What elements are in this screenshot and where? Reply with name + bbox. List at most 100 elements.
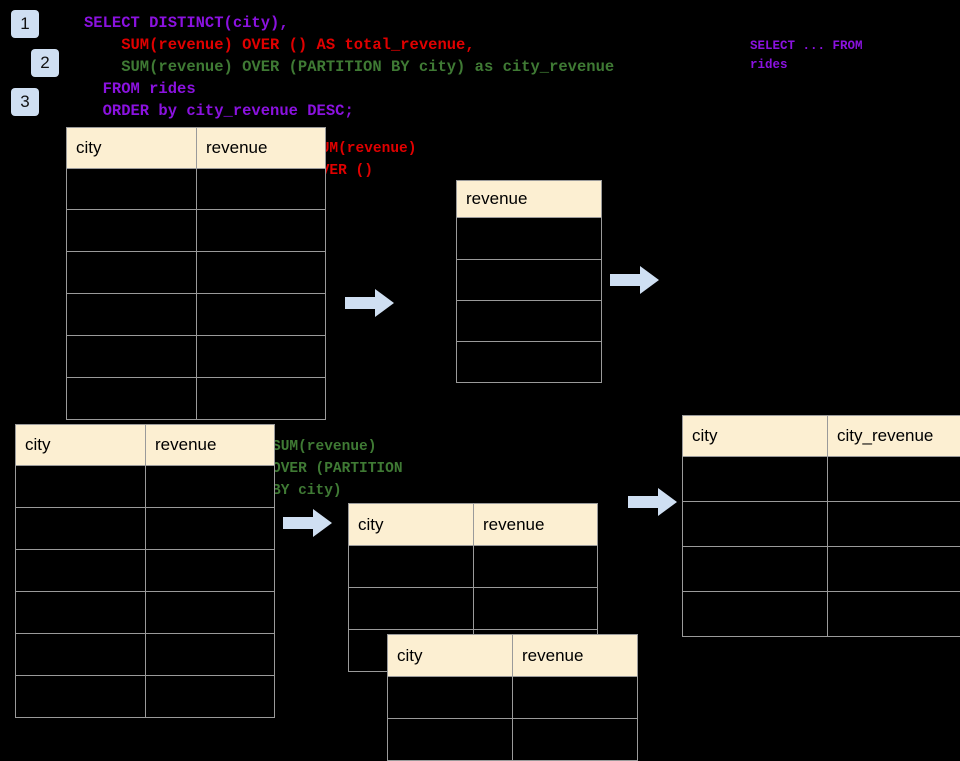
table-cell	[16, 550, 146, 592]
column-header-city: city	[683, 416, 828, 457]
table-row	[16, 634, 275, 676]
diagram-canvas: 1 2 3 SELECT DISTINCT(city), SUM(revenue…	[0, 0, 960, 720]
table-header-row: city city_revenue	[683, 416, 960, 457]
table-cell	[388, 677, 513, 719]
table-cell	[474, 588, 598, 630]
column-header-revenue: revenue	[146, 425, 275, 466]
table-header-row: city revenue	[67, 128, 326, 169]
table-row	[683, 457, 960, 502]
annotation-select-from-rides: SELECT ... FROM rides	[750, 37, 863, 75]
rides-source-table: city revenue	[66, 127, 326, 420]
table-cell	[67, 378, 197, 420]
table-row	[388, 677, 638, 719]
table-row	[16, 508, 275, 550]
column-header-revenue: revenue	[197, 128, 326, 169]
table-row	[67, 169, 326, 210]
arrow-partition-to-result	[628, 487, 678, 517]
table-cell	[197, 252, 326, 294]
table-header-row: city revenue	[349, 504, 598, 546]
table-cell	[197, 210, 326, 252]
table-row	[457, 301, 602, 342]
table-row	[67, 294, 326, 336]
table-cell	[146, 466, 275, 508]
table-body	[457, 218, 602, 383]
rides-source-table-partition: city revenue	[15, 424, 275, 718]
annotation-sum-over-partition: SUM(revenue) OVER (PARTITION BY city)	[272, 436, 403, 502]
table-row	[67, 252, 326, 294]
table-cell	[16, 466, 146, 508]
table-cell	[828, 502, 960, 547]
table-cell	[67, 252, 197, 294]
table-cell	[683, 592, 828, 637]
table-row	[388, 719, 638, 761]
table-cell	[683, 547, 828, 592]
table-row	[67, 378, 326, 420]
column-header-city: city	[388, 635, 513, 677]
table-cell	[197, 169, 326, 210]
sql-line-from: FROM rides	[84, 78, 196, 100]
table-cell	[67, 336, 197, 378]
table-body	[388, 677, 638, 761]
table-cell	[16, 592, 146, 634]
table-header-row: city revenue	[388, 635, 638, 677]
table-cell	[828, 547, 960, 592]
table-cell	[457, 260, 602, 301]
table-cell	[828, 592, 960, 637]
sql-line-sum-over-empty: SUM(revenue) OVER () AS total_revenue,	[84, 34, 475, 56]
table-cell	[683, 457, 828, 502]
table-cell	[457, 301, 602, 342]
table-cell	[349, 588, 474, 630]
table-row	[457, 342, 602, 383]
table-row	[457, 260, 602, 301]
partition-group-b: city revenue	[387, 634, 638, 761]
city-revenue-result-table: city city_revenue	[682, 415, 960, 637]
arrow-total-to-result	[610, 265, 660, 295]
table-cell	[388, 719, 513, 761]
table-cell	[67, 294, 197, 336]
column-header-revenue: revenue	[457, 181, 602, 218]
table-row	[16, 592, 275, 634]
step-badge-3: 3	[11, 88, 39, 116]
table-cell	[828, 457, 960, 502]
sql-line-select-distinct: SELECT DISTINCT(city),	[84, 12, 289, 34]
table-row	[16, 466, 275, 508]
table-cell	[197, 336, 326, 378]
table-cell	[146, 508, 275, 550]
column-header-city: city	[67, 128, 197, 169]
table-cell	[197, 378, 326, 420]
table-row	[16, 676, 275, 718]
total-revenue-table: revenue	[456, 180, 602, 383]
table-cell	[513, 719, 638, 761]
table-row	[67, 336, 326, 378]
table-row	[683, 502, 960, 547]
table-cell	[349, 546, 474, 588]
table-body	[16, 466, 275, 718]
arrow-rides-to-total	[345, 288, 395, 318]
table-cell	[67, 210, 197, 252]
table-cell	[67, 169, 197, 210]
column-header-revenue: revenue	[513, 635, 638, 677]
column-header-city-revenue: city_revenue	[828, 416, 960, 457]
column-header-city: city	[349, 504, 474, 546]
step-badge-2: 2	[31, 49, 59, 77]
table-row	[67, 210, 326, 252]
step-badge-1: 1	[11, 10, 39, 38]
table-body	[67, 169, 326, 420]
table-header-row: city revenue	[16, 425, 275, 466]
annotation-sum-over-empty: SUM(revenue) OVER ()	[312, 138, 416, 182]
table-row	[349, 588, 598, 630]
table-row	[16, 550, 275, 592]
table-cell	[146, 592, 275, 634]
table-cell	[16, 676, 146, 718]
arrow-rides-to-partition	[283, 508, 333, 538]
table-cell	[146, 550, 275, 592]
table-cell	[197, 294, 326, 336]
table-row	[349, 546, 598, 588]
table-cell	[457, 218, 602, 260]
column-header-city: city	[16, 425, 146, 466]
sql-line-order-by: ORDER by city_revenue DESC;	[84, 100, 354, 122]
table-row	[683, 592, 960, 637]
table-cell	[513, 677, 638, 719]
table-cell	[683, 502, 828, 547]
table-body	[683, 457, 960, 637]
